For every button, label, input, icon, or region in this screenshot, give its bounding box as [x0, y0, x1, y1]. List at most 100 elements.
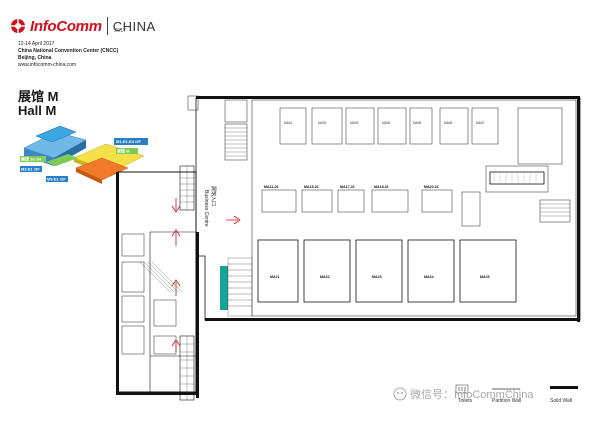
- booth-label-bottom-1: MA21: [270, 275, 280, 279]
- level-tag-2: [20, 166, 42, 172]
- stair-block-right: [539, 199, 571, 223]
- booth-label-mid-5: MA20-01: [424, 185, 439, 189]
- solid-wall-top: [196, 96, 580, 99]
- event-dates: 12-14 April 2017: [18, 41, 55, 47]
- infocomm-logo-icon: [11, 19, 25, 33]
- mini-location-map: M1-E1-E4 /2F M2-E1 /3F M3-E1 /2F 展馆 M 展馆…: [20, 125, 148, 184]
- wechat-watermark: 微信号：InfoCommChina: [393, 387, 534, 401]
- legend-label-solid: Solid Wall: [550, 398, 572, 404]
- level-label-1: M1-E1-E4 /2F: [116, 139, 141, 144]
- event-website: www.infocomm-china.com: [18, 62, 77, 68]
- zone-tag-2: [20, 156, 46, 162]
- entrance-label-cn: 展馆入口: [210, 186, 217, 206]
- solid-wall-right: [577, 96, 580, 322]
- brand-separator: [106, 17, 108, 35]
- booth-label-top-3: MA03: [350, 121, 359, 125]
- solid-wall-annex-bottom: [116, 392, 198, 395]
- hall-inner-wall: [251, 99, 577, 317]
- booth-top-3[interactable]: [345, 107, 375, 145]
- booth-label-bottom-5: MA25: [480, 275, 490, 279]
- annex-wall: [117, 171, 197, 393]
- booth-bottom-1[interactable]: [257, 239, 299, 303]
- hall-title-en: Hall M: [18, 103, 57, 118]
- booth-mid-4[interactable]: [371, 189, 409, 213]
- west-corridor-wall: [149, 231, 196, 392]
- solid-wall-left-lower: [196, 232, 199, 398]
- zone-tag-1: [116, 148, 138, 154]
- hall-outer-wall: [195, 97, 581, 321]
- booth-mid-5[interactable]: [421, 189, 453, 213]
- booth-mid-6[interactable]: [461, 191, 481, 227]
- booth-label-top-7: MA07: [476, 121, 485, 125]
- booth-bottom-4[interactable]: [407, 239, 455, 303]
- level-tag-3: [46, 176, 68, 182]
- legend: Toilets Partition Wall Solid Wall: [455, 384, 578, 404]
- brand-year: 2017: [114, 28, 127, 34]
- legend-solid-swatch: [550, 386, 578, 389]
- annex-room-3: [121, 295, 145, 323]
- wechat-icon: [393, 387, 407, 401]
- booth-top-5[interactable]: [409, 107, 433, 145]
- booth-label-mid-4: MA18-01: [374, 185, 389, 189]
- stair-block-mid: [224, 123, 248, 161]
- direction-arrow-2: [171, 279, 181, 296]
- booth-label-top-2: MA02: [318, 121, 327, 125]
- booth-bottom-2[interactable]: [303, 239, 351, 303]
- booth-label-top-1: MA01: [284, 121, 293, 125]
- level-tag-1: [114, 138, 148, 145]
- event-city: Beijing, China: [18, 55, 52, 61]
- annex-room-2: [121, 261, 145, 293]
- booth-label-mid-2: MA15-01: [304, 185, 319, 189]
- watermark-text: 微信号：InfoCommChina: [410, 387, 534, 401]
- level-label-2: M2-E1 /3F: [21, 167, 40, 172]
- annex-room-1: [121, 233, 145, 257]
- toilet-icon: [458, 387, 466, 391]
- booth-top-7[interactable]: [471, 107, 499, 145]
- direction-arrow-1: [171, 229, 181, 246]
- legend-label-partition: Partition Wall: [492, 398, 521, 404]
- booth-top-2[interactable]: [311, 107, 343, 145]
- direction-arrow-3: [171, 198, 181, 213]
- hall-title-cn: 展馆 M: [18, 89, 59, 104]
- booth-bottom-3[interactable]: [355, 239, 403, 303]
- booth-top-4[interactable]: [377, 107, 407, 145]
- annex-room-4: [121, 325, 145, 355]
- booth-label-mid-3: MA17-01: [340, 185, 355, 189]
- solid-wall-annex-left: [116, 172, 119, 394]
- booth-label-top-6: MA06: [444, 121, 453, 125]
- zone-label-1: 展馆 M: [116, 148, 130, 154]
- brand-name: InfoComm: [30, 17, 102, 35]
- brand-region: CHINA: [112, 18, 156, 34]
- lower-tail-wall: [150, 355, 197, 392]
- booth-label-bottom-4: MA24: [424, 275, 434, 279]
- zone-label-2: 展馆 S1-S4: [20, 156, 42, 162]
- booth-mid-7[interactable]: [485, 165, 549, 193]
- annex-room-5: [153, 299, 177, 327]
- teal-stair: [220, 266, 228, 310]
- booth-bottom-5[interactable]: [459, 239, 517, 303]
- feature-stand[interactable]: [489, 171, 545, 185]
- booth-label-bottom-2: MA22: [320, 275, 330, 279]
- event-venue: China National Convention Center (CNCC): [18, 48, 119, 54]
- entrance-stair-frame: [227, 257, 253, 317]
- booth-mid-3[interactable]: [337, 189, 365, 213]
- direction-arrow-5: [171, 339, 181, 352]
- booth-label-top-5: MA05: [413, 121, 422, 125]
- booth-mid-1[interactable]: [261, 189, 297, 213]
- stair-block-top: [224, 99, 248, 123]
- elevator-block: [187, 95, 199, 111]
- legend-label-toilets: Toilets: [458, 398, 473, 404]
- booth-mid-2[interactable]: [301, 189, 333, 213]
- booth-top-1[interactable]: [279, 107, 307, 145]
- brand-logo: InfoComm CHINA: [10, 12, 156, 40]
- level-label-3: M3-E1 /2F: [47, 177, 66, 182]
- solid-wall-bottom: [205, 318, 580, 321]
- event-info: 12-14 April 2017 China National Conventi…: [18, 41, 118, 69]
- service-room-right: [517, 107, 563, 165]
- legend-toilet-swatch: [455, 384, 469, 394]
- booth-top-6[interactable]: [439, 107, 469, 145]
- direction-arrow-4: [226, 215, 241, 225]
- entrance-label-en: Business Centre: [203, 190, 209, 227]
